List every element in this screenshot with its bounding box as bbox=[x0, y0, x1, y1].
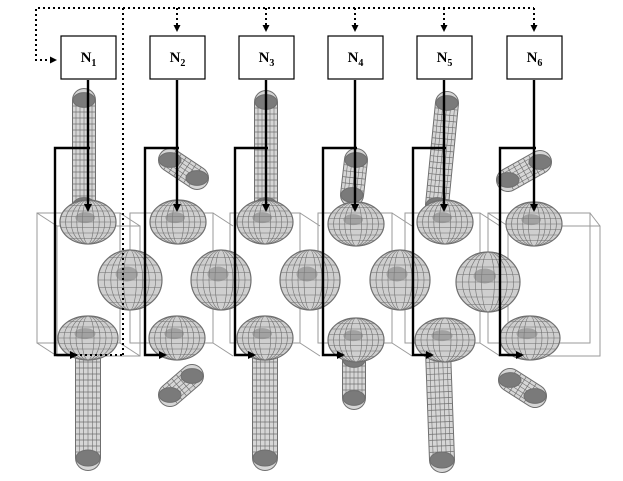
lobe-upper-2 bbox=[149, 199, 207, 245]
orbital-tube-upper-2 bbox=[158, 148, 209, 190]
node-subscript: 3 bbox=[269, 58, 274, 69]
node-label-6: N6 bbox=[527, 50, 543, 69]
node-label-1: N1 bbox=[81, 50, 97, 69]
lobe-lower-2 bbox=[148, 315, 206, 361]
node-subscript: 5 bbox=[447, 58, 452, 69]
node-subscript: 2 bbox=[180, 58, 185, 69]
connection-2 bbox=[143, 80, 181, 359]
node-label-2: N2 bbox=[170, 50, 186, 69]
orbital-tube-upper-5 bbox=[425, 91, 459, 217]
node-label-4: N4 bbox=[348, 50, 364, 69]
connection-3 bbox=[233, 80, 270, 359]
orbital-tube-lower-6 bbox=[498, 368, 547, 408]
lobe-upper-1 bbox=[59, 199, 117, 245]
orbital-tube-lower-1 bbox=[75, 337, 101, 471]
connection-5 bbox=[411, 80, 448, 359]
lobe-upper-3 bbox=[236, 199, 294, 245]
connection-1 bbox=[53, 80, 92, 359]
lobe-lower-6 bbox=[499, 315, 561, 361]
node-letter: N bbox=[259, 50, 270, 66]
node-subscript: 1 bbox=[91, 58, 96, 69]
sphere-mid-5 bbox=[455, 251, 521, 313]
node-box-4: N4 bbox=[327, 35, 384, 80]
node-letter: N bbox=[527, 50, 538, 66]
lobe-upper-4 bbox=[327, 201, 385, 247]
node-box-3: N3 bbox=[238, 35, 295, 80]
node-label-5: N5 bbox=[437, 50, 453, 69]
lobe-lower-1 bbox=[57, 315, 119, 361]
node-letter: N bbox=[348, 50, 359, 66]
orbital-tube-upper-6 bbox=[496, 150, 552, 192]
node-letter: N bbox=[81, 50, 92, 66]
orbital-tube-upper-1 bbox=[72, 88, 96, 217]
node-label-3: N3 bbox=[259, 50, 275, 69]
connection-6 bbox=[498, 80, 538, 359]
wireframe-mesh-group bbox=[57, 88, 563, 473]
sphere-mid-3 bbox=[279, 249, 341, 311]
lobe-lower-3 bbox=[236, 315, 294, 361]
sphere-mid-2 bbox=[190, 249, 252, 311]
sphere-mid-4 bbox=[369, 249, 431, 311]
node-letter: N bbox=[437, 50, 448, 66]
node-subscript: 6 bbox=[537, 58, 542, 69]
node-subscript: 4 bbox=[358, 58, 363, 69]
sphere-mid-1 bbox=[97, 249, 163, 311]
connection-4 bbox=[321, 80, 359, 359]
node-letter: N bbox=[170, 50, 181, 66]
node-box-2: N2 bbox=[149, 35, 206, 80]
node-box-6: N6 bbox=[506, 35, 563, 80]
node-box-1: N1 bbox=[60, 35, 117, 80]
node-connections bbox=[53, 80, 538, 359]
lobe-upper-5 bbox=[416, 199, 474, 245]
orbital-tube-lower-2 bbox=[158, 364, 204, 407]
node-box-5: N5 bbox=[416, 35, 473, 80]
